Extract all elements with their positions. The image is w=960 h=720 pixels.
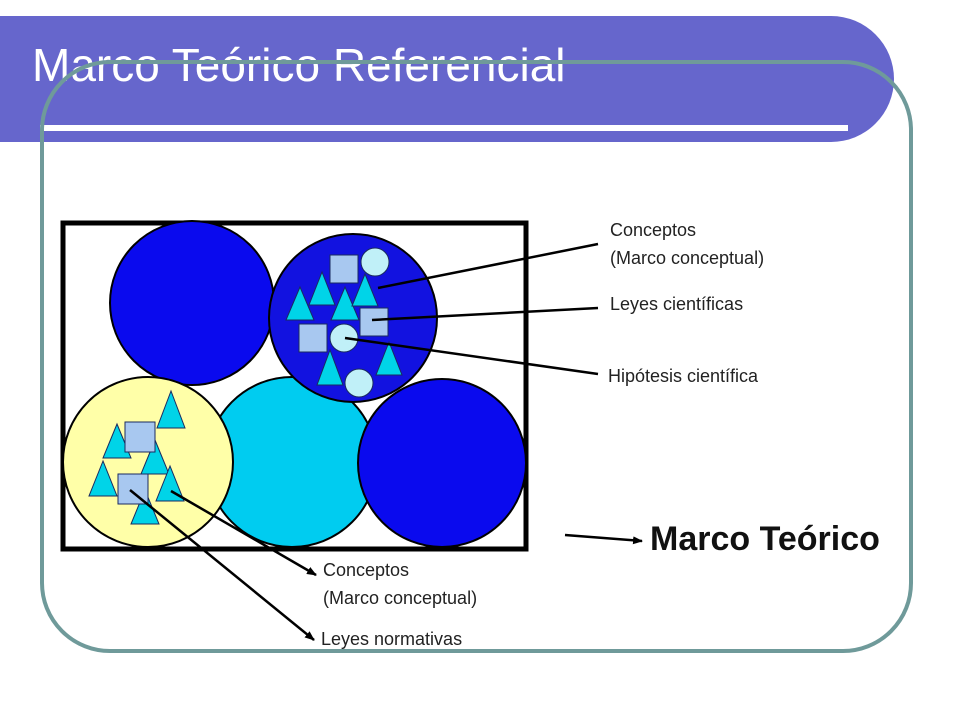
square-shape <box>298 323 328 353</box>
label-leyes-normativas: Leyes normativas <box>321 629 463 649</box>
title-bar <box>0 16 894 142</box>
label-conceptos-top: Conceptos (Marco conceptual) <box>610 216 764 272</box>
pointer-lines <box>129 242 643 641</box>
label-conceptos-bottom-line1: Conceptos <box>323 560 410 580</box>
content-frame <box>40 60 913 653</box>
pointer-line <box>371 306 599 322</box>
title-underline <box>40 125 848 131</box>
scientific-shapes-group <box>285 247 403 398</box>
small-circle-shape <box>360 247 390 277</box>
square-shape <box>124 421 156 453</box>
triangle-shape <box>102 422 132 459</box>
square-shape <box>359 307 389 337</box>
label-conceptos-bottom: Conceptos (Marco conceptual) <box>323 556 477 612</box>
triangle-shape <box>375 340 403 376</box>
triangle-shape <box>156 389 186 429</box>
pointer-line <box>344 336 599 376</box>
label-conceptos-top-line1: Conceptos <box>610 220 697 240</box>
pointer-line <box>377 242 599 290</box>
marco-teorico-arrow <box>564 533 643 545</box>
circle-top-left <box>109 220 275 386</box>
circle-bottom-right <box>357 378 527 548</box>
label-hipotesis-cientifica: Hipótesis científica <box>608 366 759 386</box>
triangle-shape <box>330 285 360 321</box>
square-shape <box>329 254 359 284</box>
square-shape <box>117 473 149 505</box>
label-conceptos-bottom-line2: (Marco conceptual) <box>323 588 478 608</box>
triangle-shape <box>285 285 315 321</box>
pointer-line <box>170 489 317 577</box>
slide-title: Marco Teórico Referencial <box>32 39 566 91</box>
normative-shapes-group <box>88 389 186 525</box>
triangle-shape <box>88 459 118 497</box>
triangle-shape <box>155 464 185 502</box>
triangle-shape <box>351 272 379 307</box>
small-circle-shape <box>344 368 374 398</box>
label-marco-teorico: Marco Teórico <box>650 520 880 558</box>
label-conceptos-top-line2: (Marco conceptual) <box>610 248 765 268</box>
pointer-line <box>129 489 315 641</box>
triangle-shape <box>308 270 336 306</box>
label-leyes-cientificas: Leyes científicas <box>610 294 744 314</box>
triangle-shape <box>316 348 344 386</box>
triangle-shape <box>140 438 170 475</box>
small-circle-shape <box>329 323 359 353</box>
